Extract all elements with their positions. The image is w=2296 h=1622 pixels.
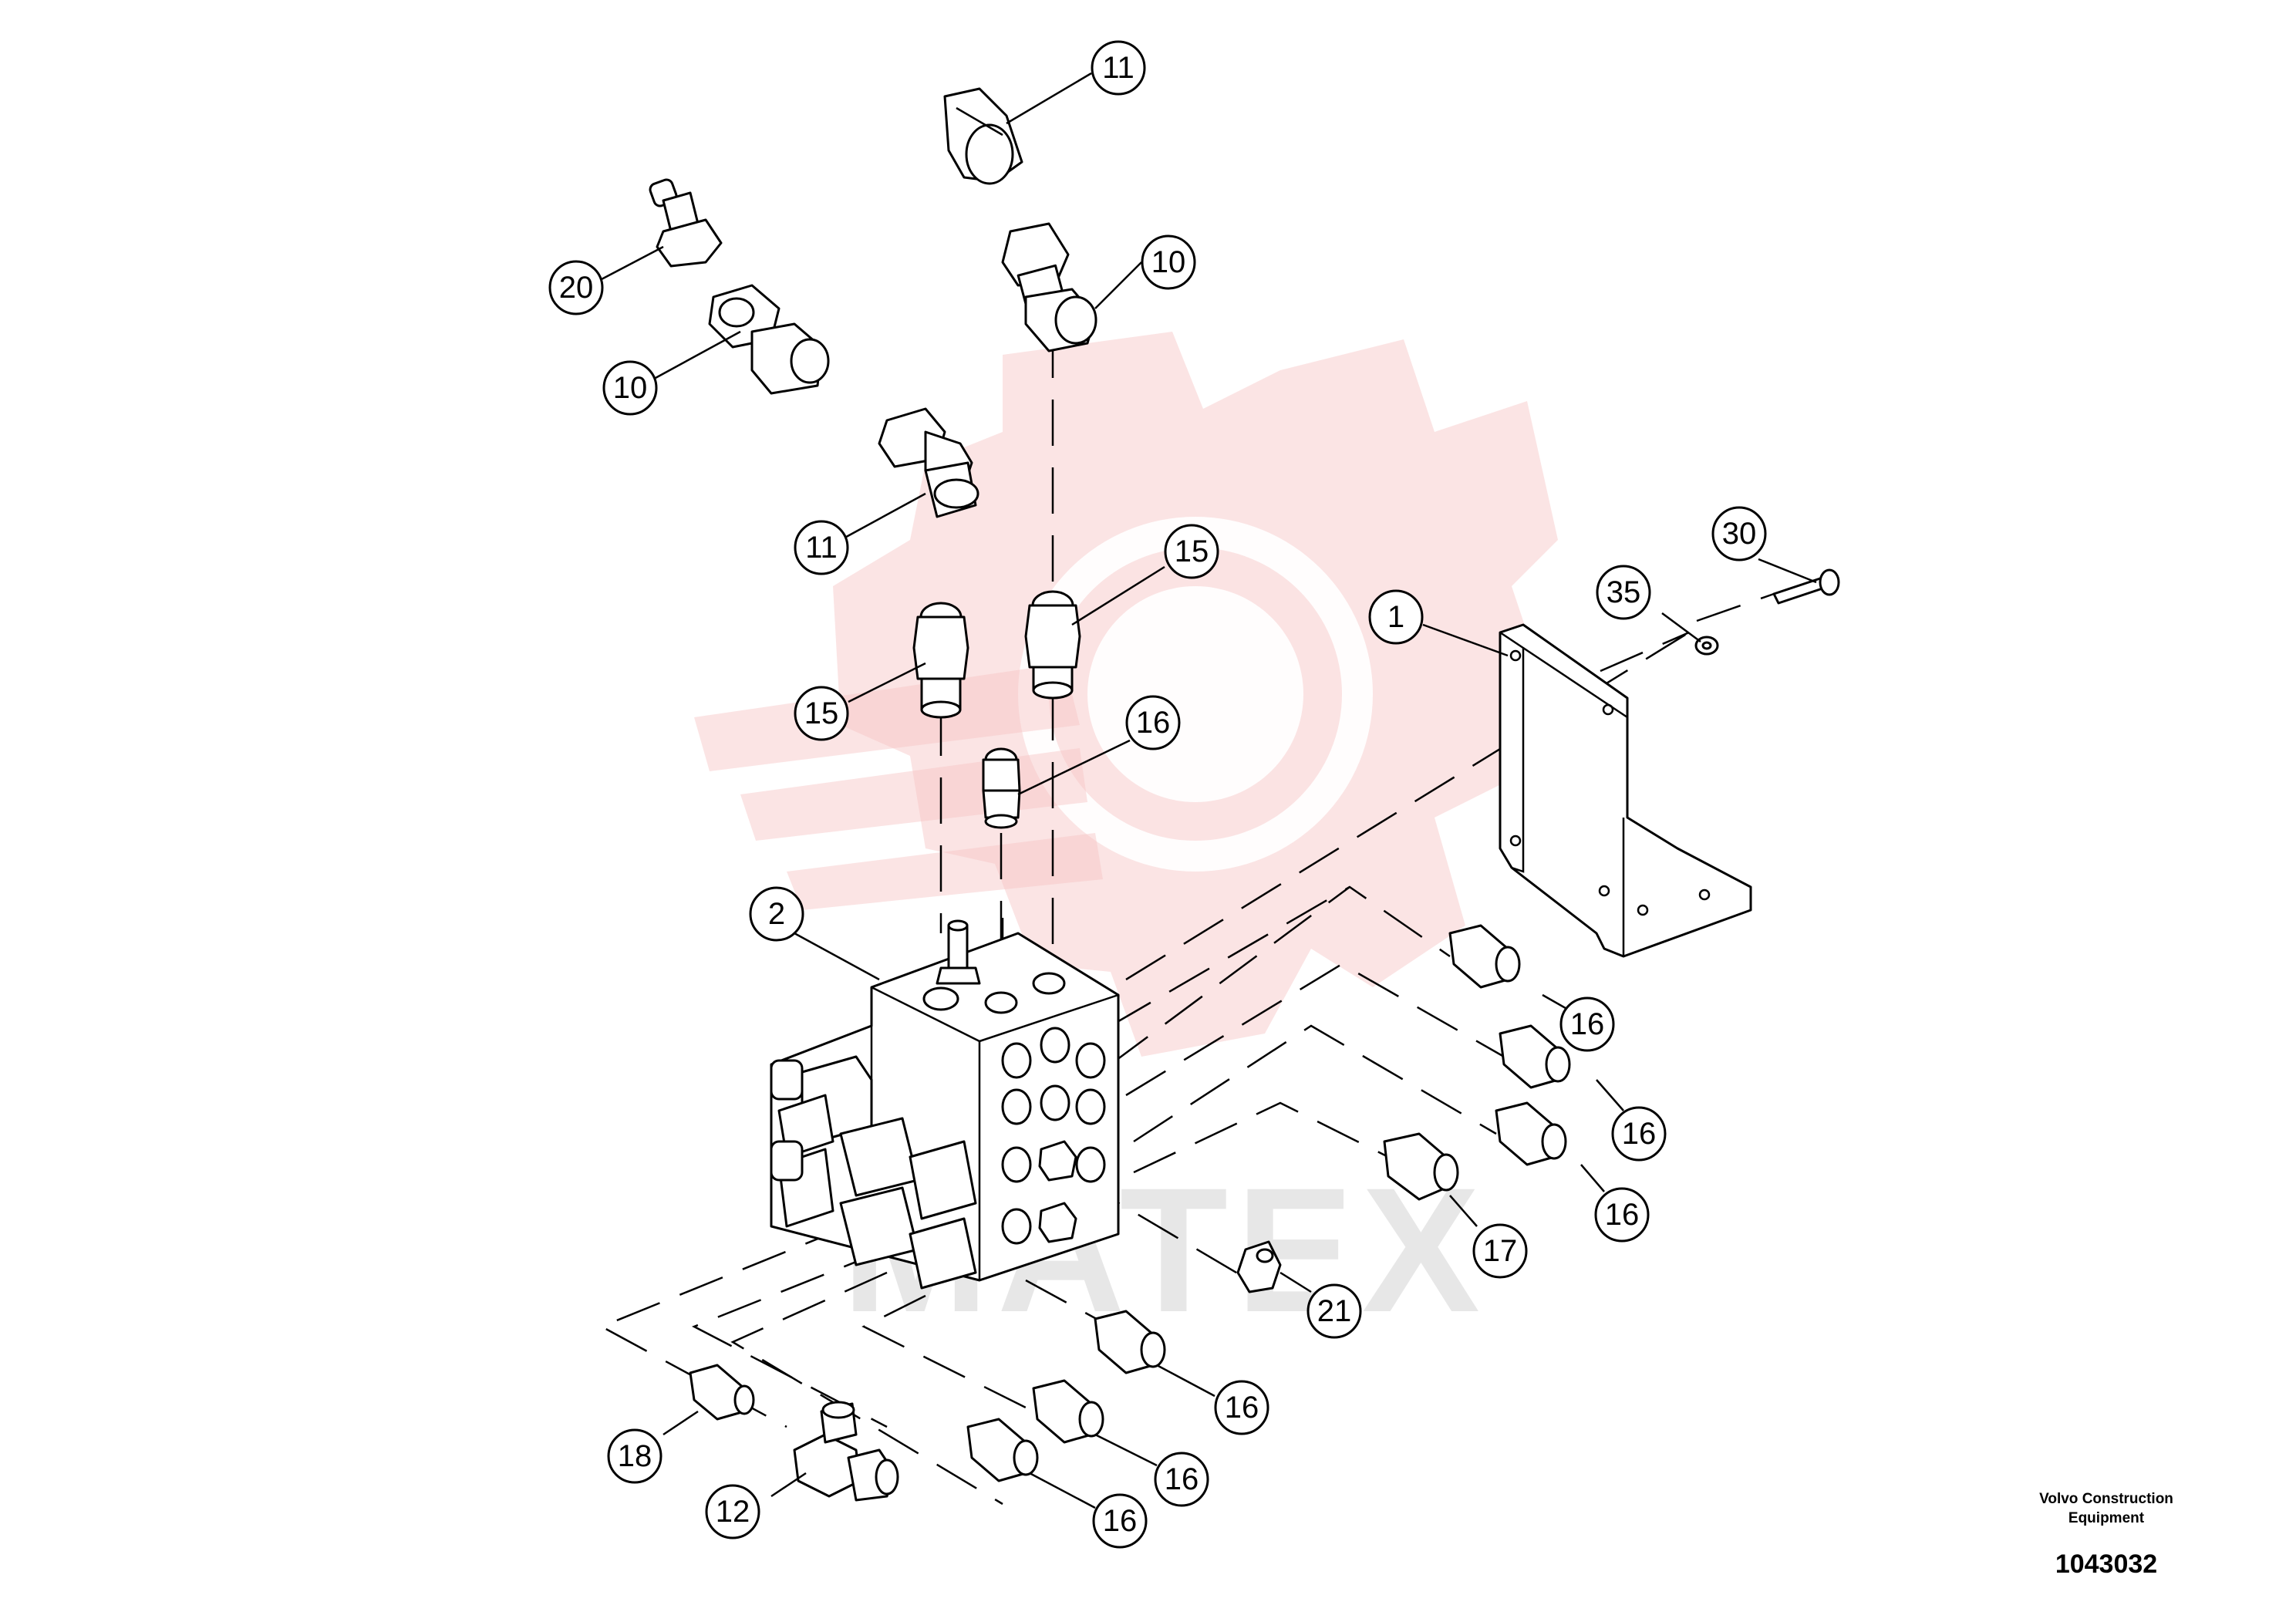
callout-2: 2 <box>749 886 804 942</box>
fitting-16-right-3 <box>1495 1101 1567 1166</box>
callout-17: 17 <box>1472 1223 1528 1279</box>
callout-16: 16 <box>1594 1187 1650 1243</box>
svg-text:16: 16 <box>1605 1198 1640 1232</box>
company-name: Volvo Construction Equipment <box>2039 1491 2173 1526</box>
callout-10: 10 <box>602 360 658 416</box>
svg-text:16: 16 <box>1103 1504 1138 1538</box>
elbow-11-mid <box>878 407 979 518</box>
svg-text:1: 1 <box>1387 600 1404 634</box>
callout-11: 11 <box>1091 40 1146 96</box>
fitting-15-right <box>1024 590 1081 700</box>
svg-text:2: 2 <box>768 897 785 931</box>
callout-15: 15 <box>794 686 849 741</box>
callout-16: 16 <box>1214 1380 1269 1435</box>
fitting-17 <box>1383 1132 1459 1201</box>
svg-text:11: 11 <box>805 531 838 565</box>
svg-text:17: 17 <box>1483 1234 1518 1268</box>
callout-16: 16 <box>1559 996 1615 1052</box>
fitting-16-right-1 <box>1448 924 1521 989</box>
fitting-20 <box>649 178 723 268</box>
valve-block-2 <box>770 919 1120 1290</box>
svg-text:10: 10 <box>613 371 648 405</box>
svg-text:12: 12 <box>716 1495 750 1529</box>
watermark-gear-logo <box>694 332 1558 1057</box>
fitting-16-bottom-3 <box>966 1418 1039 1482</box>
svg-text:16: 16 <box>1165 1462 1199 1496</box>
svg-text:35: 35 <box>1607 575 1641 609</box>
elbow-10-left <box>708 284 830 395</box>
callout-30: 30 <box>1711 506 1767 561</box>
svg-text:15: 15 <box>1175 534 1209 568</box>
tee-fitting-12 <box>793 1401 899 1502</box>
callout-16: 16 <box>1154 1452 1209 1507</box>
fitting-16-right-2 <box>1499 1024 1571 1089</box>
bracket-1 <box>1499 623 1752 958</box>
callout-18: 18 <box>607 1428 663 1484</box>
svg-text:21: 21 <box>1317 1294 1352 1328</box>
svg-text:11: 11 <box>1102 51 1135 85</box>
svg-text:10: 10 <box>1151 245 1186 279</box>
callout-15: 15 <box>1164 524 1219 579</box>
bolt-30 <box>1772 568 1840 605</box>
fitting-10-right <box>1001 222 1097 352</box>
svg-text:16: 16 <box>1225 1391 1259 1425</box>
callout-35: 35 <box>1596 565 1651 620</box>
callout-11: 11 <box>794 520 849 575</box>
svg-text:16: 16 <box>1622 1117 1657 1151</box>
document-number: 1043032 <box>2055 1549 2158 1579</box>
plug-21 <box>1236 1240 1282 1293</box>
svg-text:20: 20 <box>559 271 594 305</box>
callout-10: 10 <box>1141 234 1196 290</box>
callout-1: 1 <box>1368 589 1424 645</box>
callout-16: 16 <box>1125 695 1181 750</box>
svg-text:15: 15 <box>804 696 839 730</box>
callout-20: 20 <box>548 260 604 315</box>
leader-lines <box>601 72 1817 1509</box>
fitting-16-bottom-1 <box>1094 1310 1166 1374</box>
callout-21: 21 <box>1306 1283 1362 1339</box>
fitting-16-top <box>982 747 1021 829</box>
callout-16: 16 <box>1611 1106 1667 1162</box>
callout-12: 12 <box>705 1484 760 1539</box>
washer-35 <box>1694 636 1719 656</box>
fitting-18 <box>689 1364 755 1421</box>
fitting-11-top <box>943 87 1023 185</box>
svg-text:30: 30 <box>1722 517 1757 551</box>
callout-16: 16 <box>1092 1493 1148 1549</box>
svg-text:16: 16 <box>1570 1007 1605 1041</box>
fitting-16-bottom-2 <box>1032 1379 1104 1444</box>
fitting-15-left <box>912 602 969 719</box>
svg-text:16: 16 <box>1136 706 1171 740</box>
svg-text:18: 18 <box>618 1439 652 1473</box>
